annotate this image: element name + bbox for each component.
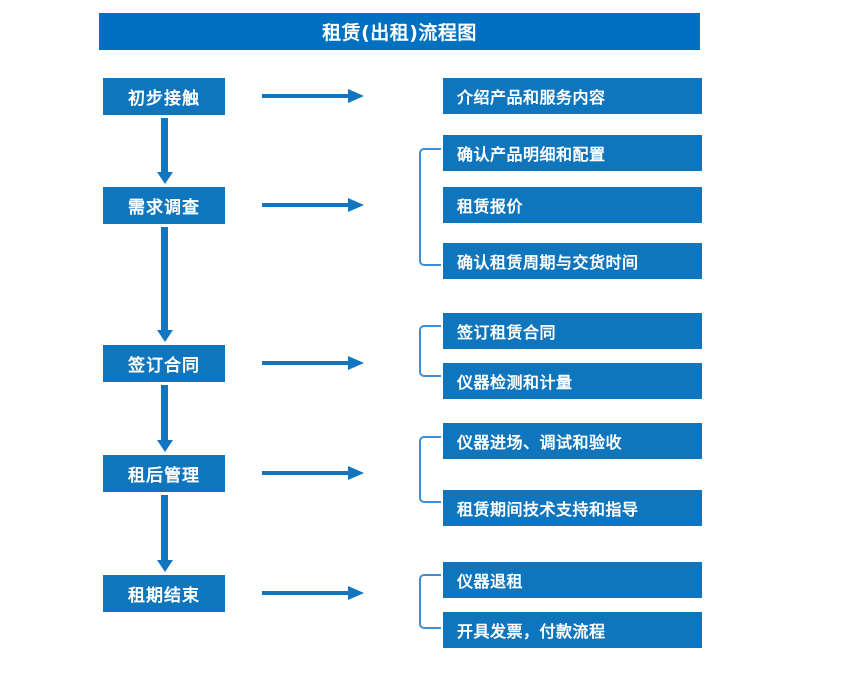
stage-box-post-lease-management[interactable]: 租后管理 xyxy=(103,455,225,492)
detail-box-introduce-products-services[interactable]: 介绍产品和服务内容 xyxy=(443,78,702,114)
stage-box-needs-survey[interactable]: 需求调查 xyxy=(103,187,225,224)
horizontal-arrow-post-lease-management xyxy=(262,466,364,480)
vertical-arrow-initial-to-survey xyxy=(157,118,173,184)
detail-box-instrument-inspection-metrology[interactable]: 仪器检测和计量 xyxy=(443,363,702,399)
stage-box-lease-end[interactable]: 租期结束 xyxy=(103,575,225,612)
detail-box-confirm-product-details[interactable]: 确认产品明细和配置 xyxy=(443,135,702,171)
diagram-title: 租赁(出租)流程图 xyxy=(99,13,700,50)
group-bracket-needs-survey xyxy=(419,148,441,266)
vertical-arrow-contract-to-management xyxy=(157,385,173,452)
detail-box-sign-lease-contract[interactable]: 签订租赁合同 xyxy=(443,313,702,349)
horizontal-arrow-sign-contract xyxy=(262,356,364,370)
horizontal-arrow-lease-end xyxy=(262,586,364,600)
detail-box-instrument-entry-commissioning-acceptance[interactable]: 仪器进场、调试和验收 xyxy=(443,423,702,459)
detail-box-instrument-return[interactable]: 仪器退租 xyxy=(443,562,702,598)
group-bracket-post-lease-management xyxy=(419,436,441,503)
vertical-arrow-management-to-lease-end xyxy=(157,495,173,572)
horizontal-arrow-needs-survey xyxy=(262,198,364,212)
group-bracket-lease-end xyxy=(419,574,441,629)
vertical-arrow-survey-to-contract xyxy=(157,227,173,342)
detail-box-technical-support-guidance[interactable]: 租赁期间技术支持和指导 xyxy=(443,490,702,526)
detail-box-invoice-payment-process[interactable]: 开具发票，付款流程 xyxy=(443,612,702,648)
stage-box-initial-contact[interactable]: 初步接触 xyxy=(103,78,225,115)
detail-box-lease-quotation[interactable]: 租赁报价 xyxy=(443,187,702,223)
detail-box-confirm-lease-period-delivery[interactable]: 确认租赁周期与交货时间 xyxy=(443,243,702,279)
horizontal-arrow-initial-contact xyxy=(262,89,364,103)
group-bracket-sign-contract xyxy=(419,325,441,377)
stage-box-sign-contract[interactable]: 签订合同 xyxy=(103,345,225,382)
